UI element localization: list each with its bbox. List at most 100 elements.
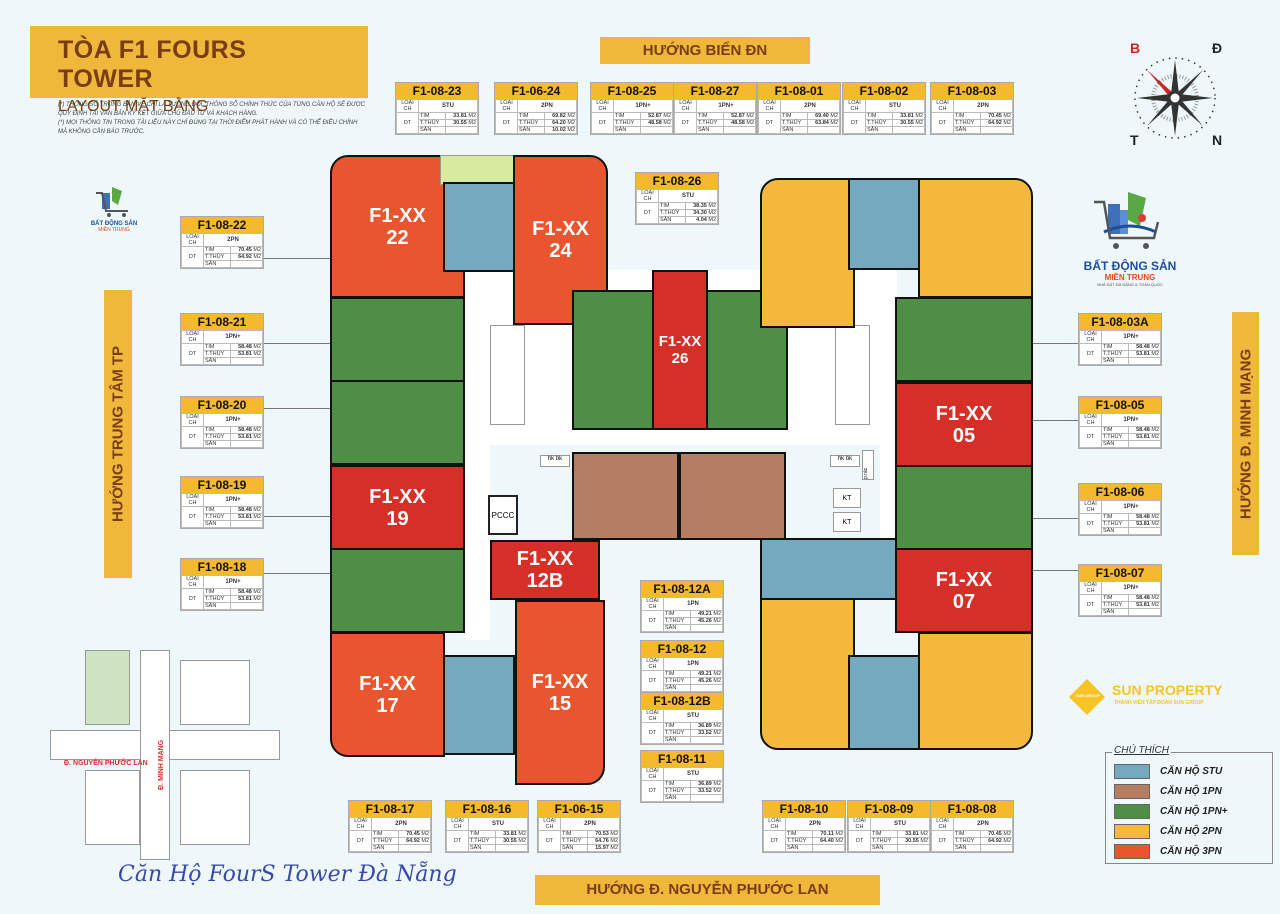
unit-12a[interactable] — [572, 452, 679, 540]
card-type-label: LOẠI CH — [1079, 581, 1102, 595]
cart-icon — [96, 187, 128, 217]
card-tim-label: TIM — [202, 246, 232, 254]
card-san-label: SÂN — [1100, 608, 1130, 616]
card-tim-label: TIM — [202, 343, 232, 351]
unit-11[interactable] — [760, 538, 897, 600]
card-san-label: SÂN — [779, 126, 809, 134]
card-thuy-value: 64.76 M2 — [587, 837, 620, 845]
unit-16[interactable] — [443, 655, 515, 755]
hk-bk-left: hk bk — [540, 455, 570, 467]
card-tim-value: 33.81 M2 — [495, 830, 528, 838]
card-thuy-value: 45.26 M2 — [690, 617, 723, 625]
card-tim-value: 58.48 M2 — [230, 588, 263, 596]
legend-item: CĂN HỘ 2PN — [1114, 821, 1264, 841]
card-thuy-label: T.THỦY — [417, 119, 447, 127]
card-tim-label: TIM — [662, 610, 692, 618]
card-area-label: DT — [848, 830, 871, 852]
card-san-label: SÂN — [1100, 357, 1130, 365]
card-unit-id: F1-08-08 — [931, 801, 1013, 817]
unit-02[interactable] — [848, 178, 920, 270]
card-unit-id: F1-08-10 — [763, 801, 845, 817]
card-tim-value: 70.11 M2 — [812, 830, 845, 838]
card-thuy-label: T.THỦY — [1100, 433, 1130, 441]
card-thuy-value: 64.40 M2 — [812, 837, 845, 845]
card-unit-id: F1-08-12A — [641, 581, 723, 597]
unit-01[interactable] — [760, 178, 855, 328]
card-tim-label: TIM — [516, 112, 546, 120]
legend-caption: CHÚ THÍCH — [1112, 745, 1171, 756]
card-unit-type: 2PN — [780, 99, 840, 113]
card-thuy-label: T.THỦY — [662, 729, 692, 737]
card-tim-value: 52.87 M2 — [640, 112, 673, 120]
unit-08[interactable] — [918, 632, 1033, 750]
card-thuy-value: 63.84 M2 — [807, 119, 840, 127]
card-unit-id: F1-06-15 — [538, 801, 620, 817]
unit-10[interactable] — [760, 598, 855, 750]
road-vertical — [140, 650, 170, 860]
card-tim-value: 58.48 M2 — [230, 343, 263, 351]
card-tim-label: TIM — [202, 506, 232, 514]
unit-23[interactable] — [443, 182, 515, 272]
card-unit-type: STU — [663, 767, 723, 781]
legend-item: CĂN HỘ 3PN — [1114, 841, 1264, 861]
card-tim-label: TIM — [952, 830, 982, 838]
unit-03a[interactable] — [895, 297, 1033, 382]
unit-18[interactable] — [330, 548, 465, 633]
card-unit-id: F1-08-01 — [758, 83, 840, 99]
legend-label: CĂN HỘ 3PN — [1160, 845, 1222, 857]
card-area-label: DT — [931, 112, 954, 134]
card-area-label: DT — [641, 670, 664, 692]
kt-room-2: KT — [833, 512, 861, 532]
card-area-label: DT — [495, 112, 518, 134]
unit-09[interactable] — [848, 655, 920, 750]
leader-line — [1033, 518, 1078, 519]
card-san-value — [807, 126, 840, 134]
card-tim-label: TIM — [202, 426, 232, 434]
card-thuy-label: T.THỦY — [202, 513, 232, 521]
card-unit-type: 1PN+ — [203, 330, 263, 344]
card-tim-value: 33.81 M2 — [897, 830, 930, 838]
site-block-se — [180, 770, 250, 845]
card-thuy-value: 53.81 M2 — [230, 595, 263, 603]
card-san-label: SÂN — [202, 440, 232, 448]
card-san-value — [230, 520, 263, 528]
card-type-label: LOẠI CH — [641, 767, 664, 781]
card-san-label: SÂN — [784, 844, 814, 852]
card-tim-label: TIM — [1100, 343, 1130, 351]
card-tim-value: 38.35 M2 — [685, 202, 718, 210]
card-unit-type: 2PN — [371, 817, 431, 831]
card-unit-type: 1PN+ — [203, 575, 263, 589]
card-san-value: 15.97 M2 — [587, 844, 620, 852]
card-type-label: LOẠI CH — [446, 817, 469, 831]
card-unit-type: 2PN — [517, 99, 577, 113]
card-tim-label: TIM — [559, 830, 589, 838]
unit-20[interactable] — [330, 380, 465, 465]
unit-21[interactable] — [330, 297, 465, 382]
unit-12[interactable] — [679, 452, 786, 540]
trash-label: p.rác — [863, 467, 869, 479]
leader-line — [264, 343, 330, 344]
legend-item: CĂN HỘ STU — [1114, 761, 1264, 781]
card-area-label: DT — [181, 343, 204, 365]
card-san-label: SÂN — [952, 844, 982, 852]
unit-27[interactable] — [706, 290, 788, 430]
unit-25[interactable] — [572, 290, 654, 430]
card-thuy-value: 30.55 M2 — [445, 119, 478, 127]
card-thuy-value: 45.26 M2 — [690, 677, 723, 685]
unit-06[interactable] — [895, 465, 1033, 550]
unit-03[interactable] — [918, 178, 1033, 298]
legend-swatch-1pn-plus — [1114, 803, 1150, 819]
sun-badge: SUN GROUP — [1075, 693, 1101, 698]
